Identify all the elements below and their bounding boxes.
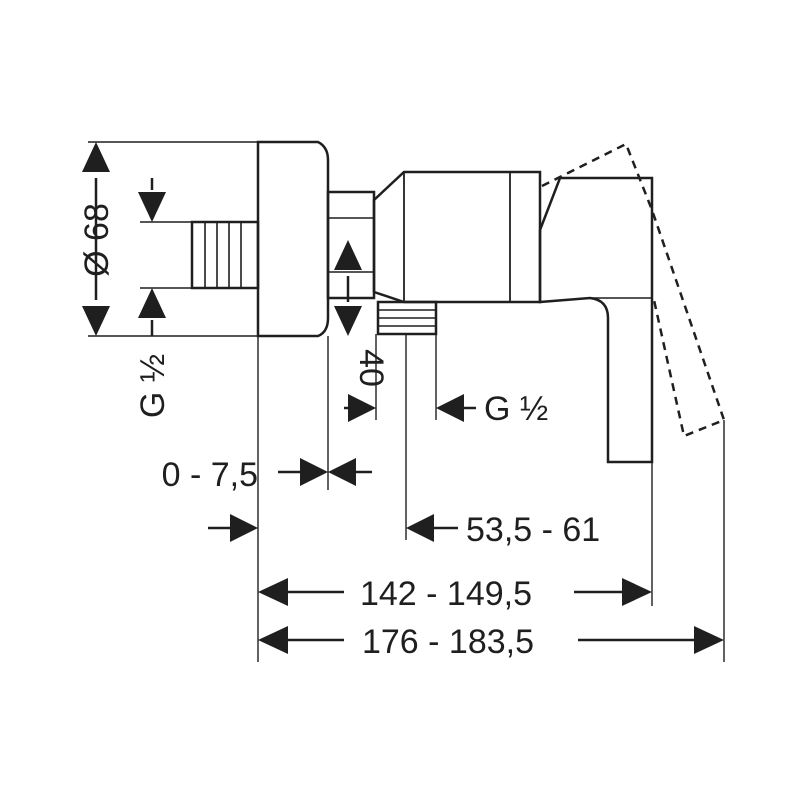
diameter-label: Ø 68 <box>78 203 116 277</box>
valve-body <box>372 170 542 304</box>
mixer-body-outline <box>190 140 654 464</box>
arrow-up-inlet <box>138 288 166 318</box>
lever-handle <box>538 176 654 464</box>
overall-closed-label: 142 - 149,5 <box>360 575 532 613</box>
wall-rosette <box>256 140 330 338</box>
center-offset-label: 40 <box>352 349 390 387</box>
arrow-left-adjust <box>328 458 356 486</box>
adjust-range-label: 0 - 7,5 <box>162 456 258 494</box>
arrow-right-outlet <box>348 394 376 422</box>
dimension-arrows <box>82 142 724 654</box>
arrow-down-40 <box>334 306 362 336</box>
inlet-thread-label: G ½ <box>134 354 172 418</box>
extension-lines <box>88 141 725 662</box>
arrow-left-open <box>258 626 288 654</box>
lever-open-position <box>541 142 726 438</box>
arrow-right-open <box>694 626 724 654</box>
arrow-left-closed <box>258 578 288 606</box>
inlet-thread-nipple <box>190 220 260 290</box>
inlet-thread-hatching <box>204 222 242 288</box>
outlet-thread-hatching <box>378 309 436 327</box>
arrow-up-40 <box>334 240 362 270</box>
arrow-left-outlet-handle <box>406 514 434 542</box>
overall-open-label: 176 - 183,5 <box>362 623 534 661</box>
outlet-to-handle-label: 53,5 - 61 <box>466 511 600 549</box>
arrow-down-inlet <box>138 192 166 222</box>
arrow-up-dia <box>82 142 110 172</box>
arrow-left-outlet <box>436 394 464 422</box>
arrow-right-reference <box>230 514 258 542</box>
outlet-thread-label: G ½ <box>484 390 548 428</box>
arrow-right-closed <box>622 578 652 606</box>
arrow-right-adjust <box>300 458 328 486</box>
arrow-down-dia <box>82 306 110 336</box>
connector-nut <box>326 190 376 300</box>
